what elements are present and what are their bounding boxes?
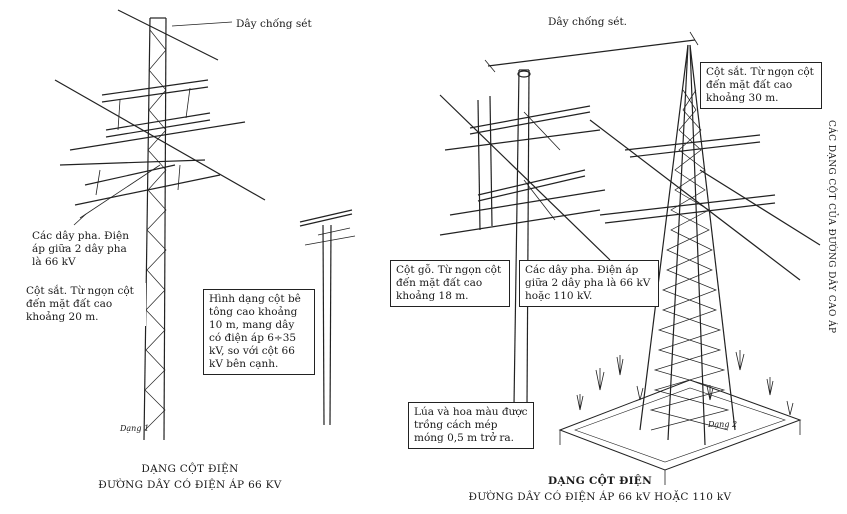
- left-crossarms: [54, 79, 266, 226]
- right-steel-tower: [558, 44, 821, 485]
- left-steel-pole: [143, 17, 167, 441]
- concrete-pole-box: Hình dạng cột bê tông cao khoảng 10 m, m…: [203, 289, 315, 375]
- crops-box: Lúa và hoa màu được trồng cách mép móng …: [408, 402, 534, 449]
- left-steel-pole-box: Cột sắt. Từ ngọn cột đến mặt đất cao kho…: [22, 283, 146, 326]
- left-caption-line2: ĐƯỜNG DÂY CÓ ĐIỆN ÁP 66 KV: [98, 479, 282, 491]
- right-ground-wire-label: Dây chống sét.: [548, 16, 627, 28]
- left-concrete-pole: [299, 209, 356, 426]
- right-ground-wire: [484, 31, 699, 73]
- right-wood-pole: [439, 69, 611, 406]
- steel-tower-box: Cột sắt. Từ ngọn cột đến mặt đất cao kho…: [700, 62, 822, 109]
- right-phase-wires-box: Các dây pha. Điện áp giữa 2 dây pha là 6…: [519, 260, 659, 307]
- right-caption-line1: DẠNG CỘT ĐIỆN: [547, 475, 653, 487]
- side-title: CÁC DẠNG CỘT CỦA ĐƯỜNG DÂY CAO ÁP: [826, 120, 836, 334]
- crop-plants: [576, 350, 794, 416]
- left-figure-tag: Dạng 1: [120, 424, 150, 433]
- left-ground-wire-label: Dây chống sét: [236, 18, 312, 30]
- right-caption-line2: ĐƯỜNG DÂY CÓ ĐIỆN ÁP 66 kV HOẶC 110 kV: [468, 491, 732, 503]
- left-caption-line1: DẠNG CỘT ĐIỆN: [141, 463, 239, 475]
- left-phase-wires-box: Các dây pha. Điện áp giữa 2 dây pha là 6…: [28, 228, 140, 271]
- wood-pole-box: Cột gỗ. Từ ngọn cột đến mặt đất cao khoả…: [390, 260, 510, 307]
- left-ground-wire: [117, 9, 233, 61]
- right-figure-tag: Dạng 2: [708, 420, 738, 429]
